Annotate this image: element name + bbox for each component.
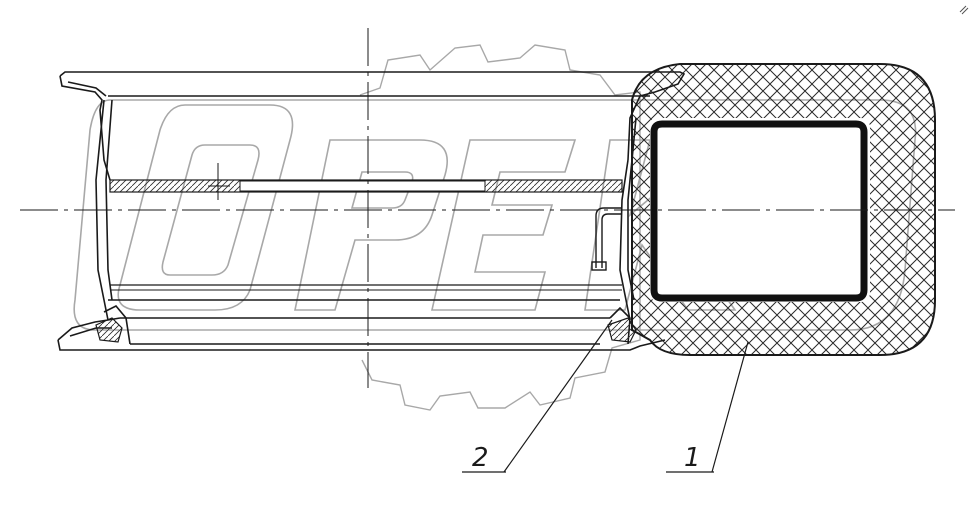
leader-line-2 bbox=[503, 319, 613, 473]
callout-label-1: 1 bbox=[684, 443, 701, 473]
bead-seats bbox=[95, 317, 637, 343]
leader-lines bbox=[462, 319, 749, 473]
rim-disc-band bbox=[109, 179, 623, 291]
leader-line-1 bbox=[711, 341, 749, 473]
callout-label-2: 2 bbox=[472, 443, 489, 473]
center-lines bbox=[20, 28, 955, 388]
corner-mark bbox=[959, 5, 969, 15]
wheel-rim-section bbox=[57, 71, 686, 351]
valve-stem bbox=[591, 207, 622, 271]
watermark-gear bbox=[359, 44, 641, 411]
